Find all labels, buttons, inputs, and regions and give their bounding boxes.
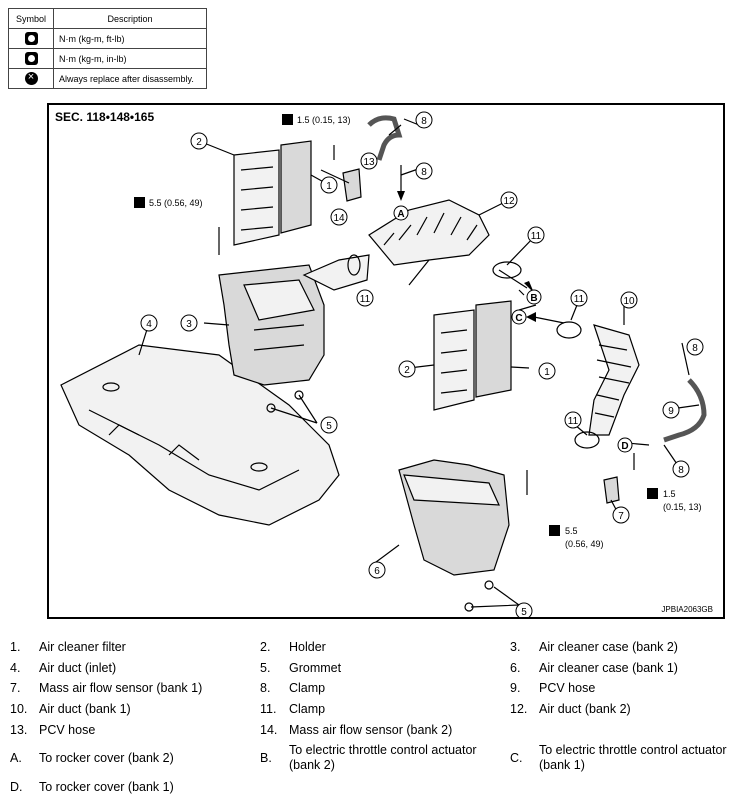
callout-label: 5 <box>326 421 332 432</box>
symbol-cell <box>8 68 54 89</box>
callout-label: 8 <box>421 116 427 127</box>
callout-label: 13 <box>363 157 375 168</box>
torque-wrench-icon <box>647 488 658 499</box>
callout: 5 <box>515 602 533 617</box>
letter-callout: D <box>617 437 633 453</box>
callout: 13 <box>360 152 378 170</box>
callout-label: 14 <box>333 213 345 224</box>
torque-spec: 1.5 (0.15, 13) <box>297 115 351 125</box>
callout: 11 <box>356 289 374 307</box>
maf-sensor-bank1-shape <box>603 476 620 504</box>
callout: 11 <box>527 226 545 244</box>
callout: 8 <box>686 338 704 356</box>
callout-label: 11 <box>568 416 579 427</box>
pcv-hose-bank1-shape <box>663 378 707 443</box>
air-cleaner-filter-lower-shape <box>475 300 512 398</box>
letter-callout: A <box>393 205 409 221</box>
callout: 5 <box>320 416 338 434</box>
diagram-drawing: 2 1 4 3 5 14 13 8 8 12 11 11 11 10 2 1 1… <box>60 111 707 617</box>
callout-label: 2 <box>404 365 410 376</box>
callout: 1 <box>320 176 338 194</box>
pcv-hose-bank2-shape <box>367 115 403 161</box>
air-duct-bank2-shape <box>368 199 490 266</box>
clamp-shape <box>556 321 582 339</box>
callout-label: 6 <box>374 566 380 577</box>
callout: 3 <box>180 314 198 332</box>
torque-spec: (0.56, 49) <box>565 539 604 549</box>
callout: 14 <box>330 208 348 226</box>
callout-label: 8 <box>692 343 698 354</box>
callout: 11 <box>564 411 582 429</box>
torque-spec: 5.5 <box>565 526 578 536</box>
symbol-description: N·m (kg-m, ft-lb) <box>53 28 207 49</box>
callout: 4 <box>140 314 158 332</box>
torque-spec: 5.5 (0.56, 49) <box>149 198 203 208</box>
callout-label: 1 <box>326 181 332 192</box>
holder-lower-shape <box>433 309 475 411</box>
callout-label: 4 <box>146 319 152 330</box>
callout: 7 <box>612 506 630 524</box>
torque-wrench-icon <box>549 525 560 536</box>
callout: 1 <box>538 362 556 380</box>
callout-label: 5 <box>521 607 527 617</box>
air-cleaner-filter-upper-shape <box>280 140 312 234</box>
callout: 2 <box>190 132 208 150</box>
symbol-header: Symbol <box>8 8 54 29</box>
callout-label: 7 <box>618 511 624 522</box>
callout-label: 11 <box>360 294 371 305</box>
callout-label: 10 <box>623 296 635 307</box>
symbol-description: N·m (kg-m, in-lb) <box>53 48 207 69</box>
callout: 8 <box>415 162 433 180</box>
section-label: SEC. 118•148•165 <box>55 110 155 124</box>
callout: 11 <box>570 289 588 307</box>
symbol-cell <box>8 28 54 49</box>
letter-label: D <box>621 441 628 452</box>
torque-wrench-small-icon <box>24 52 38 65</box>
description-header: Description <box>53 8 207 29</box>
callout: 12 <box>500 191 518 209</box>
callout-label: 11 <box>531 231 542 242</box>
callout-label: 12 <box>503 196 515 207</box>
clamp-shape <box>347 254 361 276</box>
reference-code: JPBIA2063GB <box>661 605 713 614</box>
callout: 10 <box>620 291 638 309</box>
callout: 8 <box>672 460 690 478</box>
torque-wrench-icon <box>134 197 145 208</box>
exploded-diagram: 2 1 4 3 5 14 13 8 8 12 11 11 11 10 2 1 1… <box>47 103 725 619</box>
torque-spec: (0.15, 13) <box>663 502 702 512</box>
torque-wrench-icon <box>24 32 38 45</box>
maf-sensor-bank2-shape <box>342 168 362 202</box>
callout-label: 8 <box>421 167 427 178</box>
torque-wrench-icon <box>282 114 293 125</box>
callout: 2 <box>398 360 416 378</box>
letter-label: B <box>530 293 537 304</box>
replace-icon <box>24 72 38 85</box>
letter-label: A <box>397 209 404 220</box>
callout: 9 <box>662 401 680 419</box>
grommet-shape <box>294 390 304 400</box>
grommet-shape <box>484 580 494 590</box>
clamp-shape <box>574 431 600 449</box>
torque-spec: 1.5 <box>663 489 676 499</box>
air-duct-inlet-shape <box>60 344 340 526</box>
callout-label: 11 <box>574 294 585 305</box>
callout-label: 3 <box>186 319 192 330</box>
letter-callout: C <box>511 309 527 325</box>
callout-label: 9 <box>668 406 674 417</box>
callout: 8 <box>415 111 433 129</box>
symbol-table: Symbol Description N·m (kg-m, ft-lb) N·m… <box>8 8 207 89</box>
callout: 6 <box>368 561 386 579</box>
clamp-shape <box>492 261 522 279</box>
holder-upper-shape <box>233 149 280 246</box>
callout-label: 2 <box>196 137 202 148</box>
letter-callout: B <box>526 289 542 305</box>
symbol-cell <box>8 48 54 69</box>
callout-label: 1 <box>544 367 550 378</box>
callout-label: 8 <box>678 465 684 476</box>
letter-label: C <box>515 313 522 324</box>
grommet-shape <box>266 403 276 413</box>
symbol-description: Always replace after disassembly. <box>53 68 207 89</box>
